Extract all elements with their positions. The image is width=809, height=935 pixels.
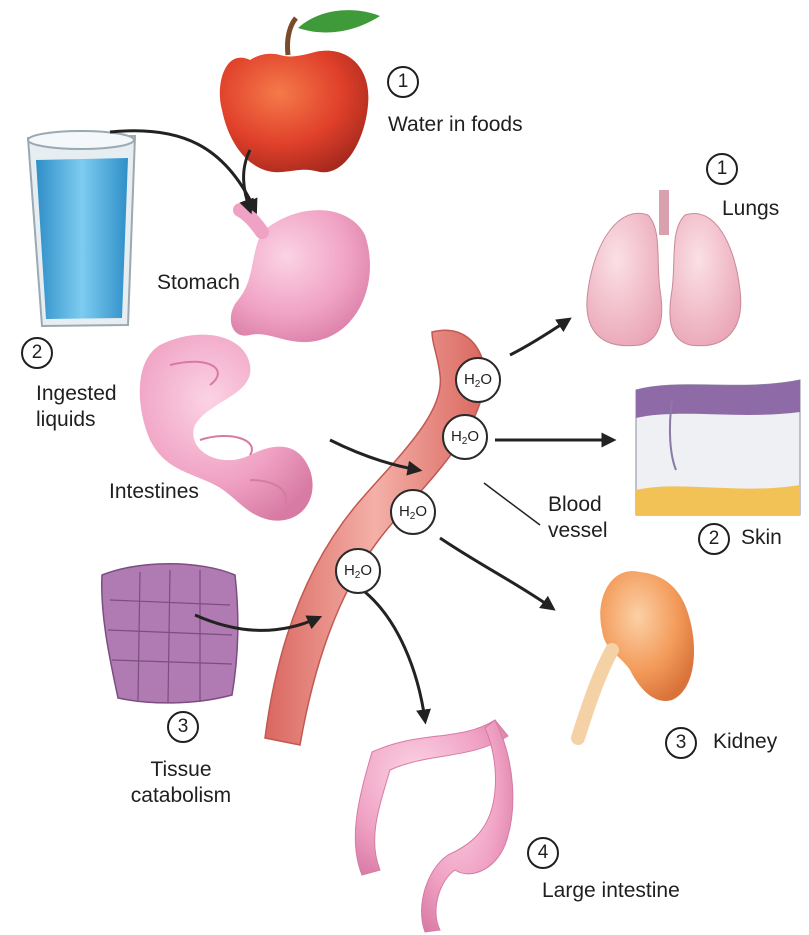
blood-vessel-leader-line xyxy=(484,483,540,525)
label-intestines: Intestines xyxy=(109,479,199,505)
h2o-molecule: H2O xyxy=(335,548,381,594)
large-intestine-illustration xyxy=(355,720,513,932)
number-badge-tissue-catabolism: 3 xyxy=(167,711,199,743)
label-lungs: Lungs xyxy=(722,196,779,222)
arrow-vessel-to-lungs xyxy=(510,320,568,355)
h2o-molecule: H2O xyxy=(390,489,436,535)
lungs-illustration xyxy=(587,190,741,346)
water-glass-illustration xyxy=(28,131,135,326)
label-ingested-liquids: Ingested liquids xyxy=(36,381,126,433)
blood-vessel-illustration xyxy=(265,330,485,745)
label-tissue-catabolism: Tissue catabolism xyxy=(121,757,241,809)
skin-illustration xyxy=(636,380,800,515)
arrow-vessel-to-kidney xyxy=(440,538,552,608)
label-stomach: Stomach xyxy=(157,270,240,296)
kidney-illustration xyxy=(578,571,694,738)
number-badge-kidney: 3 xyxy=(665,727,697,759)
number-badge-lungs: 1 xyxy=(706,153,738,185)
apple-illustration xyxy=(220,10,380,172)
number-badge-ingested-liquids: 2 xyxy=(21,337,53,369)
label-skin: Skin xyxy=(741,525,782,551)
stomach-illustration xyxy=(231,210,370,342)
arrow-vessel-to-large-intestine xyxy=(365,592,425,720)
label-blood-vessel: Blood vessel xyxy=(548,492,628,544)
number-badge-large-intestine: 4 xyxy=(527,837,559,869)
label-water-in-foods: Water in foods xyxy=(388,112,523,138)
h2o-molecule: H2O xyxy=(442,414,488,460)
label-kidney: Kidney xyxy=(713,729,777,755)
number-badge-skin: 2 xyxy=(698,523,730,555)
h2o-molecule: H2O xyxy=(455,357,501,403)
tissue-illustration xyxy=(102,564,238,703)
number-badge-water-in-foods: 1 xyxy=(387,66,419,98)
label-large-intestine: Large intestine xyxy=(542,878,680,904)
